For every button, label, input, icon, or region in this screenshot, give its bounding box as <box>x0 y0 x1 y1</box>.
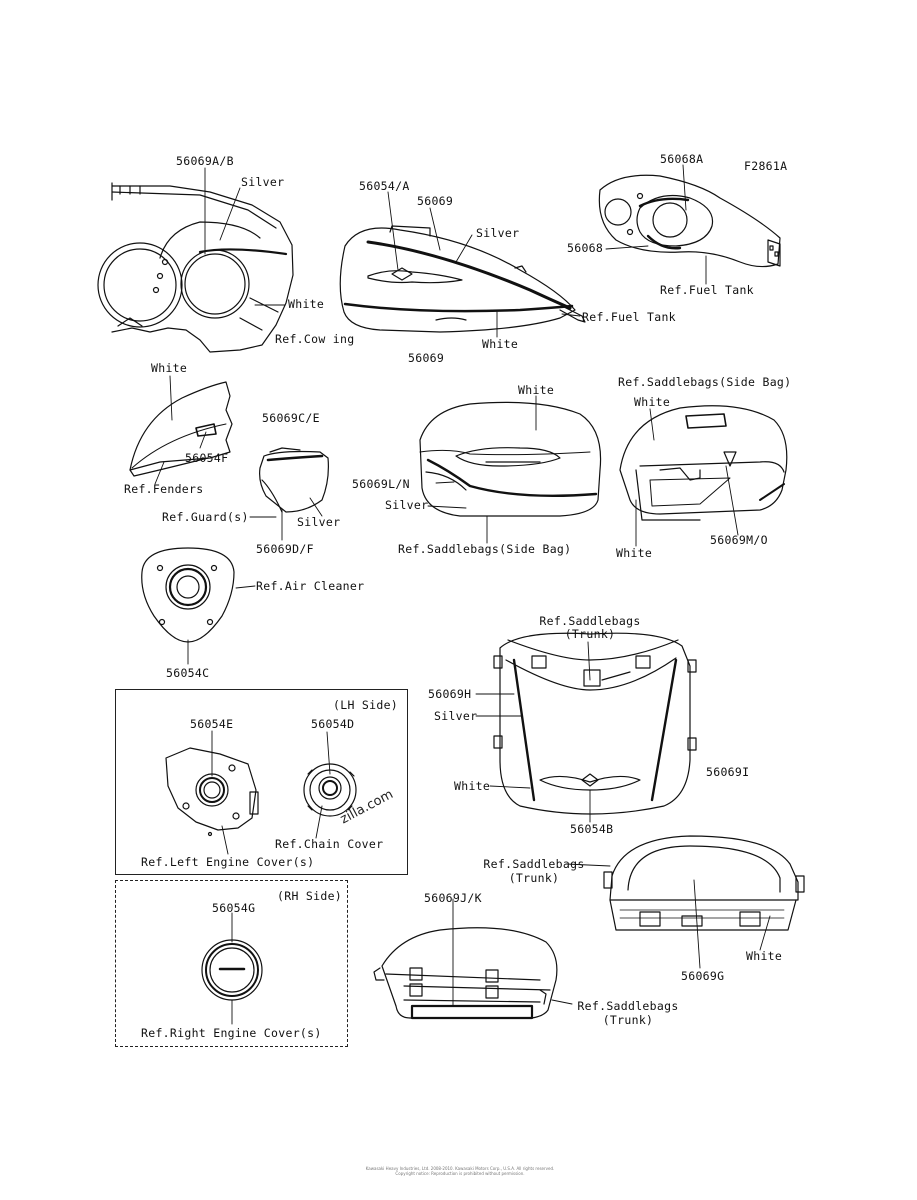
color-label-white: White <box>746 949 783 963</box>
lh-side-group-box <box>115 689 408 875</box>
part-number-56069mo[interactable]: 56069M/O <box>710 533 768 547</box>
ref-right-engine-cover-label: Ref.Right Engine Cover(s) <box>141 1026 322 1040</box>
part-number-56069ce[interactable]: 56069C/E <box>262 411 320 425</box>
ref-fenders-label: Ref.Fenders <box>124 482 204 496</box>
part-number-56069i[interactable]: 56069I <box>706 765 750 779</box>
color-label-white: White <box>288 297 325 311</box>
color-label-silver: Silver <box>385 498 429 512</box>
part-number-56069df[interactable]: 56069D/F <box>256 542 314 556</box>
ref-left-engine-cover-label: Ref.Left Engine Cover(s) <box>141 855 315 869</box>
rh-side-group-box <box>115 880 348 1047</box>
figure-code: F2861A <box>744 159 788 173</box>
trunk-side-drawing <box>373 927 558 1020</box>
trunk-right-drawing <box>603 835 805 931</box>
left-engine-cover-drawing <box>165 747 259 837</box>
part-number-56054c[interactable]: 56054C <box>166 666 210 680</box>
cowling-drawing <box>97 182 294 353</box>
part-number-56068a[interactable]: 56068A <box>660 152 704 166</box>
part-number-56054a[interactable]: 56054/A <box>359 179 410 193</box>
color-label-white: White <box>616 546 653 560</box>
color-label-white: White <box>634 395 671 409</box>
ref-fuel-tank-label: Ref.Fuel Tank <box>660 283 754 297</box>
copyright-line: Kawasaki Heavy Industries, Ltd. 2008-201… <box>365 1166 555 1171</box>
part-number-56069ab[interactable]: 56069A/B <box>176 154 234 168</box>
part-number-56054f[interactable]: 56054F <box>185 451 229 465</box>
ref-saddlebags-trunk-label: Ref.Saddlebags <box>539 614 641 628</box>
color-label-silver: Silver <box>434 709 478 723</box>
leader-lines <box>154 164 771 1025</box>
color-label-white: White <box>482 337 519 351</box>
ref-saddlebags-side-bag-label: Ref.Saddlebags(Side Bag) <box>618 375 792 389</box>
color-label-white: White <box>454 779 491 793</box>
ref-trunk-label: (Trunk) <box>508 871 560 885</box>
part-number-56068[interactable]: 56068 <box>567 241 604 255</box>
color-label-silver: Silver <box>241 175 285 189</box>
part-number-56069[interactable]: 56069 <box>417 194 454 208</box>
lh-side-label: (LH Side) <box>333 698 399 712</box>
fuel-tank-drawing <box>339 225 586 333</box>
front-guard-drawing <box>259 447 329 513</box>
part-number-56069g[interactable]: 56069G <box>681 969 725 983</box>
part-number-56069[interactable]: 56069 <box>408 351 445 365</box>
ref-saddlebags-trunk-label: Ref.Saddlebags <box>483 857 585 871</box>
side-bag-right-drawing <box>619 405 788 521</box>
part-number-56054e[interactable]: 56054E <box>190 717 234 731</box>
color-label-white: White <box>518 383 555 397</box>
ref-guards-label: Ref.Guard(s) <box>162 510 249 524</box>
fuel-tank-top-view-drawing <box>598 174 781 268</box>
ref-fuel-tank-label: Ref.Fuel Tank <box>582 310 676 324</box>
side-bag-left-drawing <box>419 401 602 517</box>
ref-air-cleaner-label: Ref.Air Cleaner <box>256 579 365 593</box>
front-fender-drawing <box>129 381 233 477</box>
trunk-rear-view-drawing <box>493 632 697 815</box>
copyright-footer: Kawasaki Heavy Industries, Ltd. 2008-201… <box>330 1166 590 1176</box>
rh-side-label: (RH Side) <box>277 889 343 903</box>
ref-chain-cover-label: Ref.Chain Cover <box>275 837 384 851</box>
part-number-56054d[interactable]: 56054D <box>311 717 355 731</box>
ref-saddlebags-trunk-label: Ref.Saddlebags <box>577 999 679 1013</box>
part-number-56054b[interactable]: 56054B <box>570 822 614 836</box>
part-number-56069jk[interactable]: 56069J/K <box>424 891 482 905</box>
copyright-line: Copyright notice: Reproduction is prohib… <box>395 1171 525 1176</box>
color-label-silver: Silver <box>476 226 520 240</box>
ref-trunk-label: (Trunk) <box>564 627 616 641</box>
ref-cowling-label: Ref.Cow ing <box>275 332 355 346</box>
ref-trunk-label: (Trunk) <box>602 1013 654 1027</box>
color-label-silver: Silver <box>297 515 341 529</box>
part-number-56054g[interactable]: 56054G <box>212 901 256 915</box>
air-cleaner-cover-drawing <box>141 547 235 643</box>
part-number-56069h[interactable]: 56069H <box>428 687 472 701</box>
color-label-white: White <box>151 361 188 375</box>
ref-saddlebags-side-bag-label: Ref.Saddlebags(Side Bag) <box>398 542 572 556</box>
part-number-56069ln[interactable]: 56069L/N <box>352 477 410 491</box>
